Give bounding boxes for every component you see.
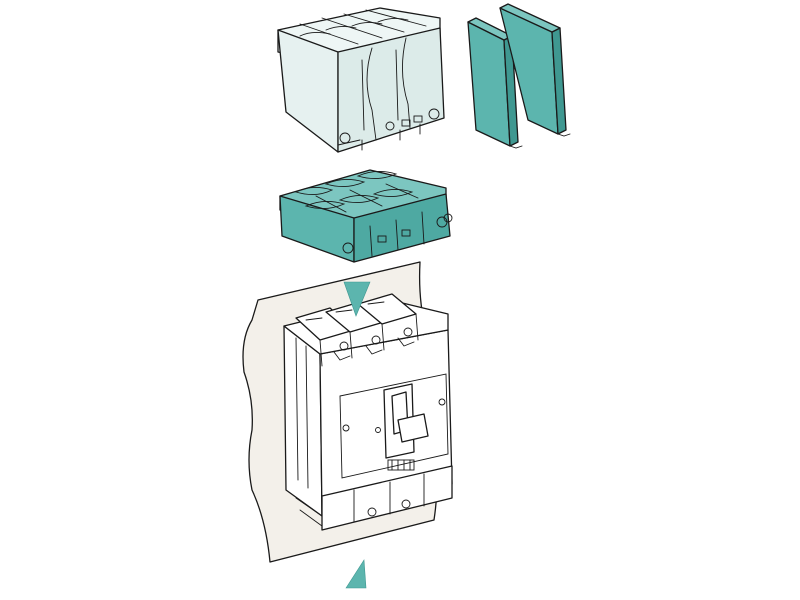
interphase-barrier-2 [499, 3, 571, 137]
triangle-up-teal-icon [343, 281, 371, 317]
terminal-shield-long [277, 7, 445, 153]
triangle-up-teal-icon [345, 559, 367, 589]
terminal-shield-short [279, 169, 453, 263]
interphase-barrier-1 [467, 17, 523, 149]
circuit-breaker [283, 293, 453, 531]
